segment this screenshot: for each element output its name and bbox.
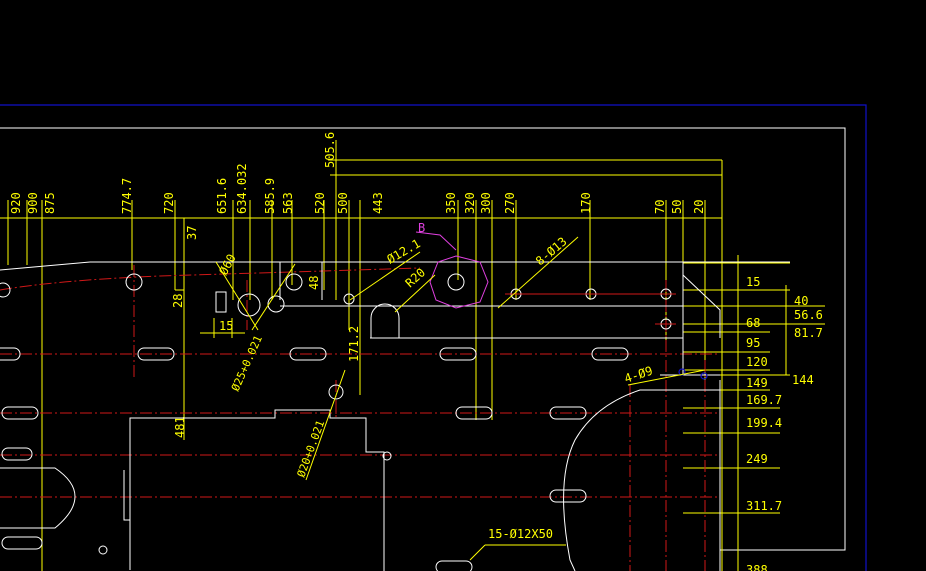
dim-50: 50 xyxy=(670,200,684,214)
top-dimension-lines xyxy=(0,140,723,571)
dim-r-199-4: 199.4 xyxy=(746,416,782,430)
dim-70: 70 xyxy=(653,200,667,214)
part-outline xyxy=(0,261,790,571)
note-phi25: Ø25+0.021 xyxy=(229,333,265,393)
dim-320: 320 xyxy=(463,192,477,214)
dim-520: 520 xyxy=(313,192,327,214)
vertical-dimension-labels: 37 28 48 171.2 481 15 xyxy=(171,226,361,438)
dim-r-95: 95 xyxy=(746,336,760,350)
dim-720: 720 xyxy=(162,192,176,214)
dim-170: 170 xyxy=(579,192,593,214)
dim-20: 20 xyxy=(692,200,706,214)
dim-443: 443 xyxy=(371,192,385,214)
dim-r-144: 144 xyxy=(792,373,814,387)
dim-r-81-7: 81.7 xyxy=(794,326,823,340)
note-phi20: Ø20+0.021 xyxy=(295,419,328,479)
right-dimension-lines xyxy=(683,255,825,571)
dim-500: 500 xyxy=(336,192,350,214)
dim-r-169-7: 169.7 xyxy=(746,393,782,407)
dim-300: 300 xyxy=(479,192,493,214)
note-slots: 15-Ø12X50 xyxy=(488,527,553,541)
dim-small-15: 15 xyxy=(219,319,233,333)
annotation-leaders xyxy=(215,231,706,561)
dim-r-40: 40 xyxy=(794,294,808,308)
dim-r-388: 388 xyxy=(746,563,768,571)
dim-651-6: 651.6 xyxy=(215,178,229,214)
dim-774-7: 774.7 xyxy=(120,178,134,214)
note-r20: R20 xyxy=(403,265,428,290)
dim-r-149: 149 xyxy=(746,376,768,390)
dim-875: 875 xyxy=(43,192,57,214)
dim-563: 563 xyxy=(281,192,295,214)
dim-900: 900 xyxy=(26,192,40,214)
dim-v-28: 28 xyxy=(171,294,185,308)
dim-585-9: 585.9 xyxy=(263,178,277,214)
dim-270: 270 xyxy=(503,192,517,214)
dim-505-6: 505.6 xyxy=(323,132,337,168)
dim-r-56-6: 56.6 xyxy=(794,308,823,322)
drawing-frame xyxy=(0,104,867,571)
dim-350: 350 xyxy=(444,192,458,214)
slots xyxy=(0,347,629,571)
dim-r-68: 68 xyxy=(746,316,760,330)
dim-v-481: 481 xyxy=(173,416,187,438)
dim-v-171-2: 171.2 xyxy=(347,326,361,362)
dim-r-120: 120 xyxy=(746,355,768,369)
note-8-holes: 8-Ø13 xyxy=(533,234,570,268)
dim-r-311-7: 311.7 xyxy=(746,499,782,513)
note-b: B xyxy=(418,221,425,235)
dim-634-032: 634.032 xyxy=(235,163,249,214)
dim-920: 920 xyxy=(9,192,23,214)
dim-v-37: 37 xyxy=(185,226,199,240)
holes xyxy=(0,255,708,555)
top-dimension-labels: 920 900 875 774.7 720 651.6 634.032 585.… xyxy=(9,132,706,214)
right-dimension-labels: 15 40 56.6 81.7 68 95 120 144 149 169.7 … xyxy=(746,275,823,571)
dim-r-15: 15 xyxy=(746,275,760,289)
dim-v-48: 48 xyxy=(307,276,321,290)
dim-r-249: 249 xyxy=(746,452,768,466)
